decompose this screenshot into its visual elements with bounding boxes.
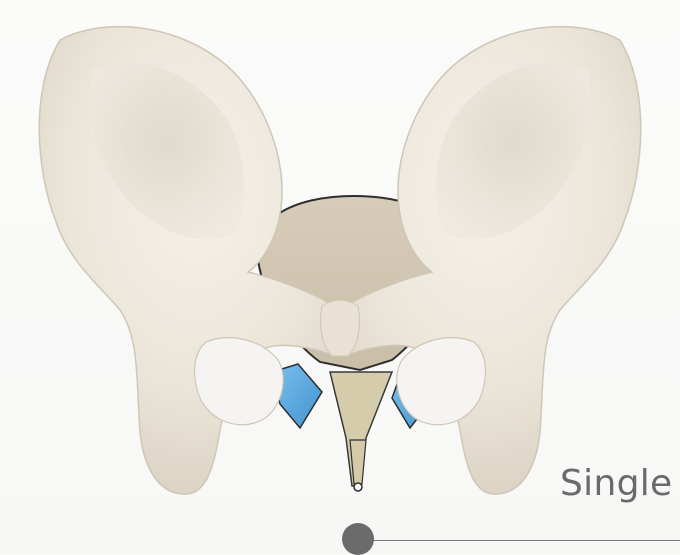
urethra-opening: [354, 483, 362, 491]
caption-label: Single: [560, 466, 672, 502]
pubic-symphysis: [320, 300, 359, 356]
leader-line: [356, 540, 680, 541]
leader-dot-marker: [342, 523, 374, 555]
